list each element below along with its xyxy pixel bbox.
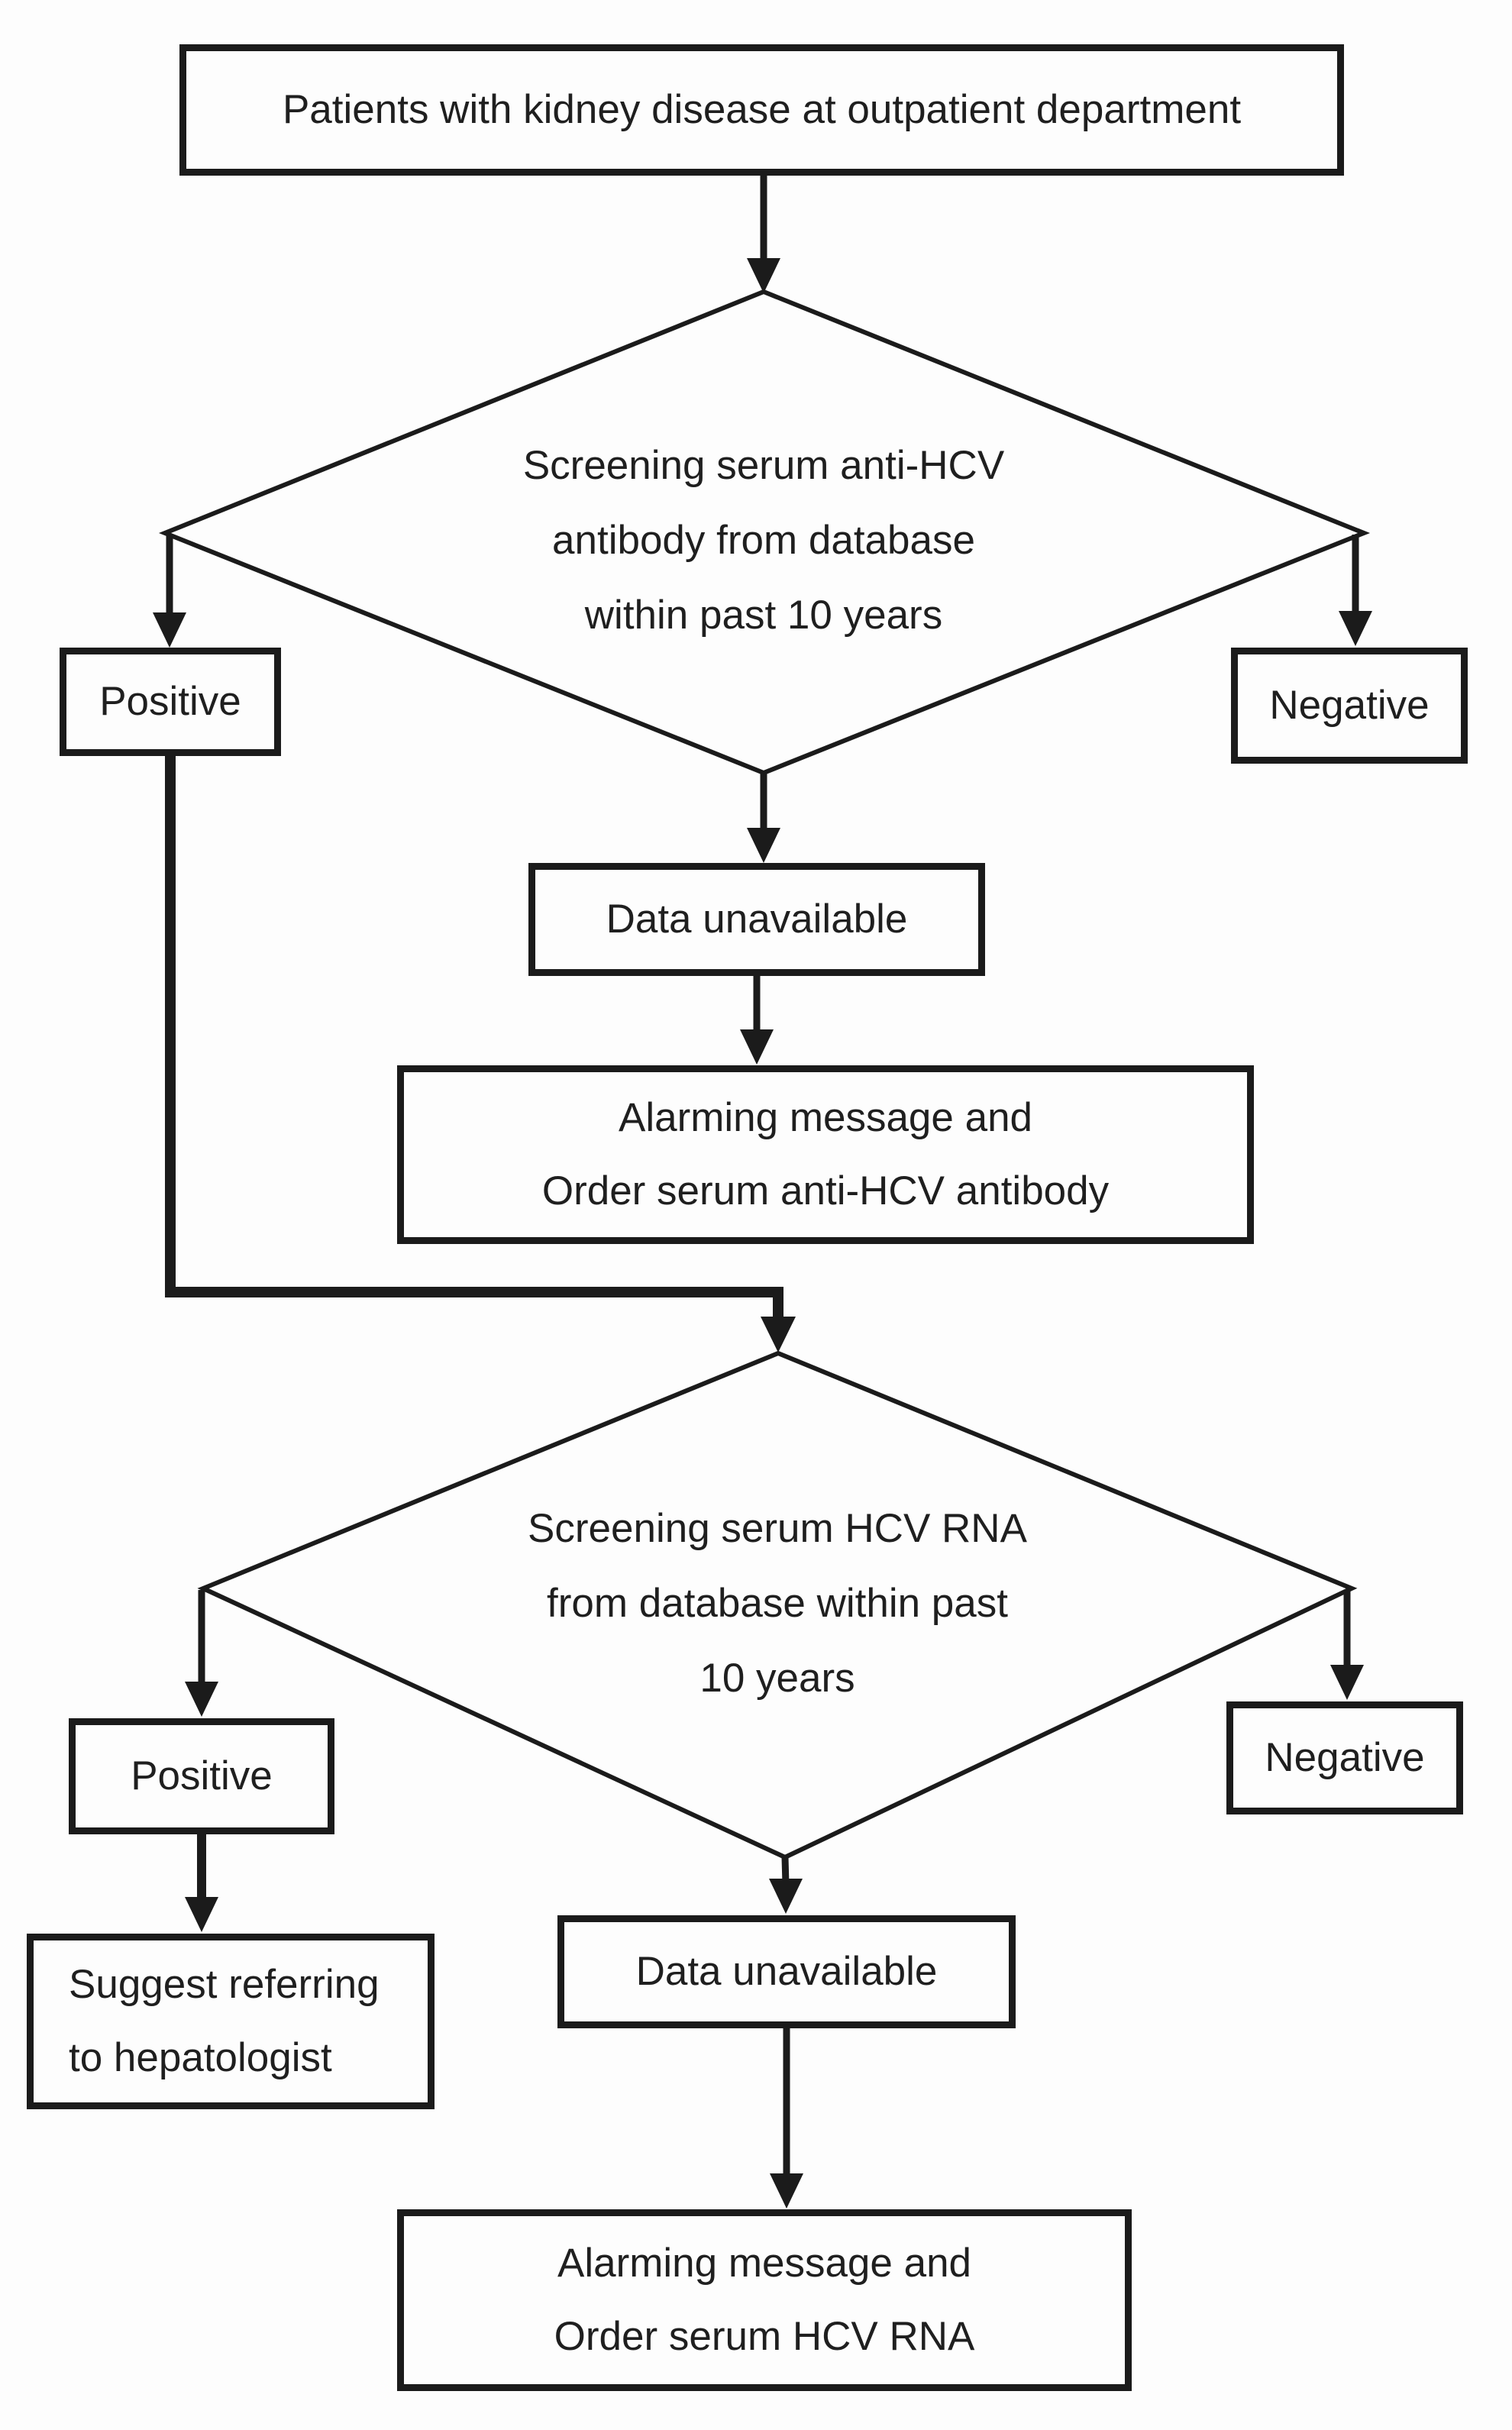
arrowhead-positive2-to-suggest — [185, 1897, 218, 1932]
data-unavailable-rna-label: Data unavailable — [635, 1949, 938, 1994]
arrowhead-decision2-to-negative2 — [1330, 1665, 1364, 1700]
suggest-referral-line1: Suggest referring — [69, 1962, 380, 2007]
suggest-referral-line2: to hepatologist — [69, 2035, 332, 2080]
positive-antibody-label: Positive — [99, 679, 241, 724]
negative-rna-label: Negative — [1265, 1735, 1425, 1780]
alarm-rna-line2: Order serum HCV RNA — [554, 2314, 975, 2359]
suggest-referral-node: Suggest referring to hepatologist — [27, 1934, 435, 2109]
alarm-rna-node: Alarming message and Order serum HCV RNA — [397, 2209, 1132, 2391]
alarm-antibody-line1: Alarming message and — [618, 1095, 1033, 1140]
positive-antibody-node: Positive — [60, 648, 281, 756]
start-node-label: Patients with kidney disease at outpatie… — [282, 87, 1242, 132]
decision-rna-diamond — [197, 1350, 1358, 1860]
alarm-antibody-line2: Order serum anti-HCV antibody — [541, 1168, 1110, 1213]
alarm-antibody-node: Alarming message and Order serum anti-HC… — [397, 1065, 1254, 1244]
negative-antibody-label: Negative — [1269, 683, 1430, 728]
connector-positive1-to-decision2 — [165, 756, 783, 1321]
arrowhead-decision1-to-positive1 — [153, 612, 186, 648]
alarm-rna-line1: Alarming message and — [557, 2241, 972, 2286]
arrowhead-data1-to-alarm1 — [740, 1029, 774, 1065]
data-unavailable-antibody-label: Data unavailable — [606, 897, 908, 942]
arrowhead-decision1-to-data1 — [747, 828, 780, 863]
arrowhead-decision1-to-negative1 — [1339, 611, 1372, 646]
positive-rna-node: Positive — [69, 1718, 334, 1834]
arrowhead-data2-to-alarm2 — [770, 2173, 803, 2209]
arrowhead-decision2-to-positive2 — [185, 1682, 218, 1717]
arrowhead-start-to-decision1 — [747, 258, 780, 293]
negative-antibody-node: Negative — [1231, 648, 1468, 764]
positive-rna-label: Positive — [131, 1753, 273, 1798]
arrowhead-positive1-to-decision2 — [761, 1317, 796, 1352]
arrowhead-decision2-to-data2 — [769, 1879, 803, 1914]
negative-rna-node: Negative — [1226, 1701, 1463, 1814]
data-unavailable-antibody-node: Data unavailable — [528, 863, 985, 976]
data-unavailable-rna-node: Data unavailable — [557, 1915, 1016, 2028]
decision-antibody-diamond — [158, 289, 1371, 776]
start-node: Patients with kidney disease at outpatie… — [179, 44, 1344, 176]
